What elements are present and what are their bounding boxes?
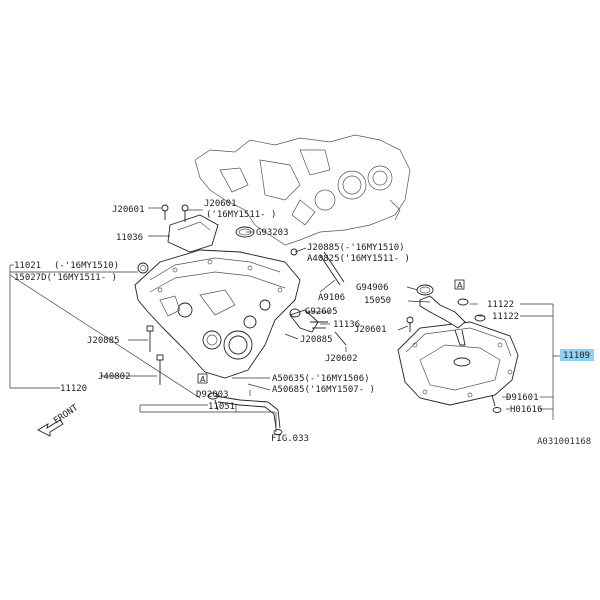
label-11122-b[interactable]: 11122 (492, 312, 519, 322)
bolts (146, 204, 345, 411)
highlight-11109 (560, 349, 594, 361)
label-15050[interactable]: 15050 (364, 296, 391, 306)
label-j20885-c[interactable]: J20885 (87, 336, 120, 346)
label-11021-note: (-'16MY1510) (54, 261, 119, 271)
lower-oil-pan-11109 (397, 321, 519, 413)
label-d91601[interactable]: D91601 (506, 393, 539, 403)
label-g93203[interactable]: G93203 (256, 228, 289, 238)
part-labels: J20601 J20601 ('16MY1511- ) 11036 G93203… (14, 199, 590, 444)
label-j20602[interactable]: J20602 (325, 354, 358, 364)
section-marker-a-upper: A (197, 373, 208, 384)
label-j20601-b-note: ('16MY1511- ) (206, 210, 276, 220)
label-g92605[interactable]: G92605 (305, 307, 338, 317)
label-11120[interactable]: 11120 (60, 384, 87, 394)
label-a40825[interactable]: A40825('16MY1511- ) (307, 254, 410, 264)
label-11136[interactable]: 11136 (333, 320, 360, 330)
label-h01616[interactable]: H01616 (510, 405, 543, 415)
front-arrow: FRONT (37, 403, 81, 437)
svg-text:A: A (457, 281, 463, 290)
label-11051[interactable]: 11051 (208, 402, 235, 412)
label-a9106[interactable]: A9106 (318, 293, 345, 303)
label-a50635[interactable]: A50635(-'16MY1506) (272, 374, 370, 384)
label-11036[interactable]: 11036 (116, 233, 143, 243)
label-15027d[interactable]: 15027D('16MY1511- ) (14, 273, 117, 283)
oil-pipe-11051 (214, 395, 281, 429)
label-a50685[interactable]: A50685('16MY1507- ) (272, 385, 375, 395)
label-j20601-b[interactable]: J20601 (204, 199, 237, 209)
oil-cover-11036 (167, 204, 219, 253)
front-label: FRONT (52, 403, 81, 427)
label-j20885-a[interactable]: J20885(-'16MY1510) (307, 243, 405, 253)
label-11109[interactable]: 11109 (563, 351, 590, 361)
label-j20601-a[interactable]: J20601 (112, 205, 145, 215)
pipe-11136 (289, 308, 347, 346)
label-11021[interactable]: 11021 (14, 261, 41, 271)
engine-block-drawing (194, 134, 411, 246)
label-fig033[interactable]: FIG.033 (271, 434, 309, 444)
leader-lines (9, 207, 560, 432)
svg-text:A: A (200, 375, 206, 384)
label-j20885-b[interactable]: J20885 (300, 335, 333, 345)
upper-oil-pan-11120 (134, 249, 301, 379)
label-j20601-c[interactable]: J20601 (354, 325, 387, 335)
label-j40802[interactable]: J40802 (98, 372, 131, 382)
diagram-code: A031001168 (537, 437, 591, 447)
label-11122-a[interactable]: 11122 (487, 300, 514, 310)
section-marker-a-right: A (454, 279, 465, 290)
label-g94906[interactable]: G94906 (356, 283, 389, 293)
label-d92003[interactable]: D92003 (196, 390, 229, 400)
